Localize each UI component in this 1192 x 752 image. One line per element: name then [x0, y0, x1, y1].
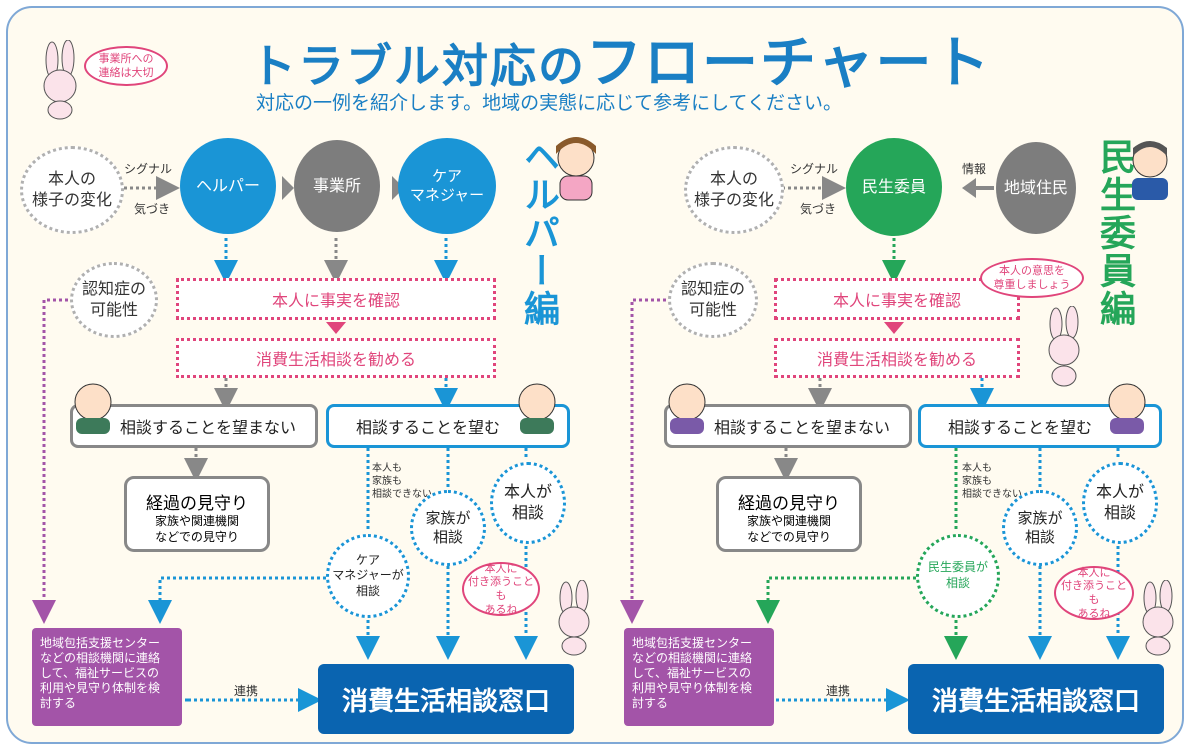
elder-man-icon [74, 383, 112, 434]
elder-woman-icon [1108, 383, 1146, 434]
right-proxy-node: 民生委員が相談 [916, 534, 1000, 618]
right-respect-bubble: 本人の意思を尊重しましょう [980, 258, 1084, 298]
left-not-want-label: 相談することを望まない [119, 418, 296, 437]
left-change-node: 本人の様子の変化 [20, 146, 124, 234]
left-not-want-box: 相談することを望まない [70, 404, 318, 448]
left-want-label: 相談することを望む [355, 418, 500, 437]
left-dementia-node: 認知症の可能性 [70, 262, 158, 338]
rabbit-icon [1142, 580, 1174, 656]
left-watch-box: 経過の見守り 家族や関連機関などでの見守り [124, 476, 270, 552]
left-care-manager-node: ケアマネジャー [398, 138, 496, 234]
right-self-node: 本人が相談 [1082, 462, 1158, 544]
elder-man-icon [518, 383, 556, 434]
right-resident-node: 地域住民 [996, 142, 1076, 234]
right-info-label: 情報 [962, 162, 987, 176]
elder-woman-icon [668, 383, 706, 434]
left-cooperate-label: 連携 [234, 684, 259, 698]
left-helper-node: ヘルパー [180, 138, 276, 234]
left-watch-title: 経過の見守り [146, 494, 248, 514]
left-family-node: 家族が相談 [410, 490, 486, 566]
title-part1: トラブル対応の [250, 39, 586, 93]
right-change-node: 本人の様子の変化 [684, 146, 784, 234]
commissioner-avatar-icon [1132, 141, 1168, 200]
right-want-label: 相談することを望む [947, 418, 1092, 437]
left-accompany-bubble: 本人に付き添うこともあるね [462, 562, 540, 616]
right-center-box: 地域包括支援センターなどの相談機関に連絡して、福祉サービスの利用や見守り体制を検… [624, 628, 774, 726]
helper-avatar-icon [556, 137, 596, 201]
right-not-want-label: 相談することを望まない [713, 418, 890, 437]
rabbit-icon [558, 580, 590, 656]
page-subtitle: 対応の一例を紹介します。地域の実態に応じて参考にしてください。 [256, 92, 842, 114]
rabbit-icon [43, 40, 77, 120]
right-cooperate-label: 連携 [826, 684, 851, 698]
left-watch-sub: 家族や関連機関などでの見守り [154, 514, 239, 544]
left-notice-label: 気づき [134, 202, 171, 216]
page-title: トラブル対応のフローチャート [250, 18, 991, 99]
right-signal-label: シグナル [790, 162, 839, 176]
right-commissioner-node: 民生委員 [846, 138, 942, 236]
right-confirm-box: 本人に事実を確認 [774, 278, 1020, 320]
right-dementia-node: 認知症の可能性 [668, 262, 758, 338]
right-side-label: 民生委員編 [1094, 138, 1135, 328]
left-office-node: 事業所 [294, 140, 380, 232]
left-center-box: 地域包括支援センターなどの相談機関に連絡して、福祉サービスの利用や見守り体制を検… [32, 628, 182, 726]
right-accompany-bubble: 本人に付き添うこともあるね [1054, 566, 1134, 620]
left-signal-label: シグナル [124, 162, 173, 176]
left-cannot-label: 本人も家族も相談できない [372, 463, 432, 500]
right-watch-title: 経過の見守り [738, 494, 840, 514]
speech-bubble-contact: 事業所への連絡は大切 [84, 46, 168, 86]
left-self-node: 本人が相談 [490, 462, 566, 544]
left-recommend-box: 消費生活相談を勧める [176, 338, 496, 378]
title-part2: フローチャート [586, 31, 992, 96]
right-consultation-window: 消費生活相談窓口 [908, 664, 1164, 734]
rabbit-icon [1048, 306, 1080, 387]
right-family-node: 家族が相談 [1002, 490, 1078, 566]
right-notice-label: 気づき [800, 202, 837, 216]
left-side-label: ヘルパー編 [518, 138, 559, 328]
left-consultation-window: 消費生活相談窓口 [318, 664, 574, 734]
right-not-want-box: 相談することを望まない [664, 404, 912, 448]
left-confirm-box: 本人に事実を確認 [176, 278, 496, 320]
right-watch-sub: 家族や関連機関などでの見守り [746, 514, 831, 544]
right-cannot-label: 本人も家族も相談できない [962, 463, 1022, 500]
right-recommend-box: 消費生活相談を勧める [774, 338, 1020, 378]
left-proxy-node: ケアマネジャーが相談 [326, 534, 410, 618]
right-watch-box: 経過の見守り 家族や関連機関などでの見守り [716, 476, 862, 552]
